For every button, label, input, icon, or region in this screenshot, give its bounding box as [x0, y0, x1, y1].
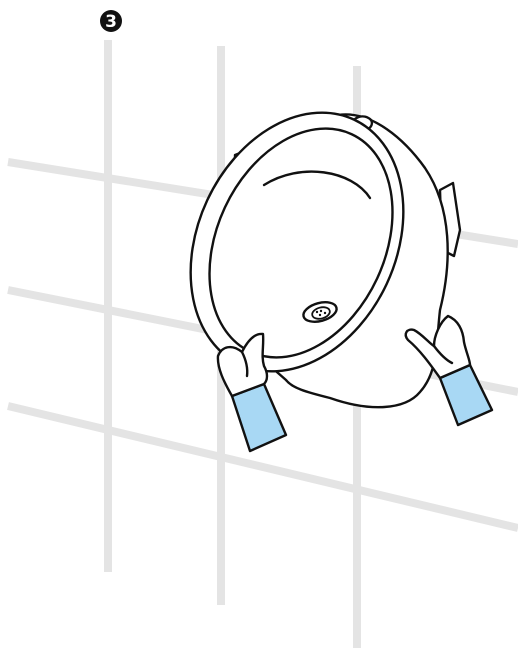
- drain-hole: [316, 311, 318, 313]
- round-bowl-device: [150, 78, 460, 407]
- drain-hole: [320, 310, 322, 312]
- step-badge: 3: [100, 10, 122, 32]
- drain-hole: [319, 314, 321, 316]
- drain-hole: [324, 312, 326, 314]
- step-number: 3: [105, 12, 117, 32]
